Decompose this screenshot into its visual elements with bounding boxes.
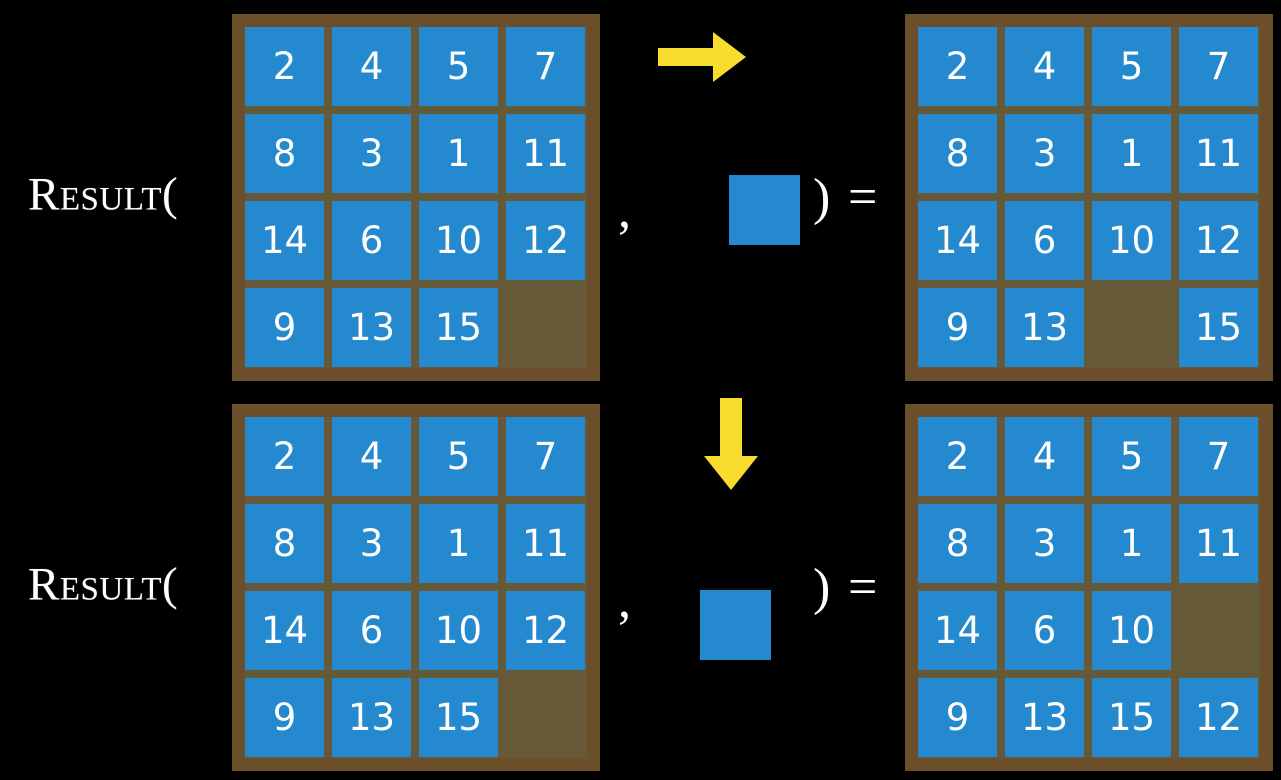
- tile: 4: [1005, 27, 1084, 106]
- tile: 15: [419, 288, 498, 367]
- tile: 9: [245, 678, 324, 757]
- tile: 6: [332, 591, 411, 670]
- tile: 2: [245, 417, 324, 496]
- tile: 12: [1179, 678, 1258, 757]
- tile: 13: [1005, 678, 1084, 757]
- empty-slot: [1092, 288, 1171, 367]
- tile: 4: [332, 27, 411, 106]
- result-function-label-1: Result(: [28, 168, 179, 221]
- tile: 1: [1092, 114, 1171, 193]
- close-paren-2: ): [813, 559, 831, 616]
- tile: 4: [1005, 417, 1084, 496]
- input-board-2-grid: 2 4 5 7 8 3 1 11 14 6 10 12 9 13 15: [245, 417, 587, 758]
- tile: 12: [506, 591, 585, 670]
- tile: 6: [332, 201, 411, 280]
- tile: 12: [506, 201, 585, 280]
- tile: 7: [1179, 27, 1258, 106]
- arrow-right-icon: [658, 22, 748, 97]
- tile: 14: [245, 591, 324, 670]
- tile: 5: [419, 27, 498, 106]
- tile: 10: [1092, 201, 1171, 280]
- tile: 2: [918, 417, 997, 496]
- tile: 11: [506, 114, 585, 193]
- tile: 8: [918, 504, 997, 583]
- tile: 8: [245, 504, 324, 583]
- output-board-2-grid: 2 4 5 7 8 3 1 11 14 6 10 9 13 15 12: [918, 417, 1260, 758]
- tile: 5: [1092, 27, 1171, 106]
- tile: 7: [1179, 417, 1258, 496]
- arrow-down-icon: [696, 398, 766, 498]
- operator-group-1: , ) =: [600, 0, 905, 390]
- tile: 9: [918, 678, 997, 757]
- input-board-1: 2 4 5 7 8 3 1 11 14 6 10 12 9 13 15: [232, 14, 600, 381]
- tile: 9: [245, 288, 324, 367]
- tile: 5: [1092, 417, 1171, 496]
- tile: 4: [332, 417, 411, 496]
- tile: 2: [918, 27, 997, 106]
- output-board-1-grid: 2 4 5 7 8 3 1 11 14 6 10 12 9 13 15: [918, 27, 1260, 368]
- input-board-2: 2 4 5 7 8 3 1 11 14 6 10 12 9 13 15: [232, 404, 600, 771]
- tile: 8: [918, 114, 997, 193]
- operator-group-2: , ) =: [600, 390, 905, 780]
- tile: 10: [419, 591, 498, 670]
- empty-slot: [506, 288, 585, 367]
- output-board-2: 2 4 5 7 8 3 1 11 14 6 10 9 13 15 12: [905, 404, 1273, 771]
- result-function-label-2: Result(: [28, 558, 179, 611]
- equation-row-down-move: Result( 2 4 5 7 8 3 1 11 14 6 10 12 9 13…: [0, 390, 1281, 780]
- output-board-1: 2 4 5 7 8 3 1 11 14 6 10 12 9 13 15: [905, 14, 1273, 381]
- empty-slot: [506, 678, 585, 757]
- tile: 6: [1005, 201, 1084, 280]
- equals-sign-2: =: [848, 559, 878, 616]
- tile: 12: [1179, 201, 1258, 280]
- tile: 5: [419, 417, 498, 496]
- tile: 11: [1179, 504, 1258, 583]
- tile: 3: [332, 114, 411, 193]
- equals-sign-1: =: [848, 169, 878, 226]
- tile: 14: [918, 591, 997, 670]
- tile: 15: [1179, 288, 1258, 367]
- close-paren-1: ): [813, 169, 831, 226]
- tile: 3: [1005, 504, 1084, 583]
- tile: 6: [1005, 591, 1084, 670]
- argument-separator-comma: ,: [618, 182, 631, 239]
- tile: 11: [506, 504, 585, 583]
- argument-separator-comma: ,: [618, 572, 631, 629]
- tile: 1: [419, 114, 498, 193]
- tile: 13: [1005, 288, 1084, 367]
- tile: 7: [506, 417, 585, 496]
- target-tile-square-2: [700, 590, 771, 660]
- tile: 14: [245, 201, 324, 280]
- tile: 11: [1179, 114, 1258, 193]
- equation-row-right-move: Result( 2 4 5 7 8 3 1 11 14 6 10 12 9 13…: [28, 0, 1273, 390]
- tile: 10: [1092, 591, 1171, 670]
- empty-slot: [1179, 591, 1258, 670]
- target-tile-square-1: [729, 175, 800, 245]
- tile: 10: [419, 201, 498, 280]
- tile: 3: [1005, 114, 1084, 193]
- tile: 13: [332, 678, 411, 757]
- tile: 14: [918, 201, 997, 280]
- tile: 7: [506, 27, 585, 106]
- tile: 15: [419, 678, 498, 757]
- tile: 8: [245, 114, 324, 193]
- tile: 1: [419, 504, 498, 583]
- input-board-1-grid: 2 4 5 7 8 3 1 11 14 6 10 12 9 13 15: [245, 27, 587, 368]
- tile: 15: [1092, 678, 1171, 757]
- tile: 2: [245, 27, 324, 106]
- tile: 3: [332, 504, 411, 583]
- tile: 9: [918, 288, 997, 367]
- tile: 1: [1092, 504, 1171, 583]
- tile: 13: [332, 288, 411, 367]
